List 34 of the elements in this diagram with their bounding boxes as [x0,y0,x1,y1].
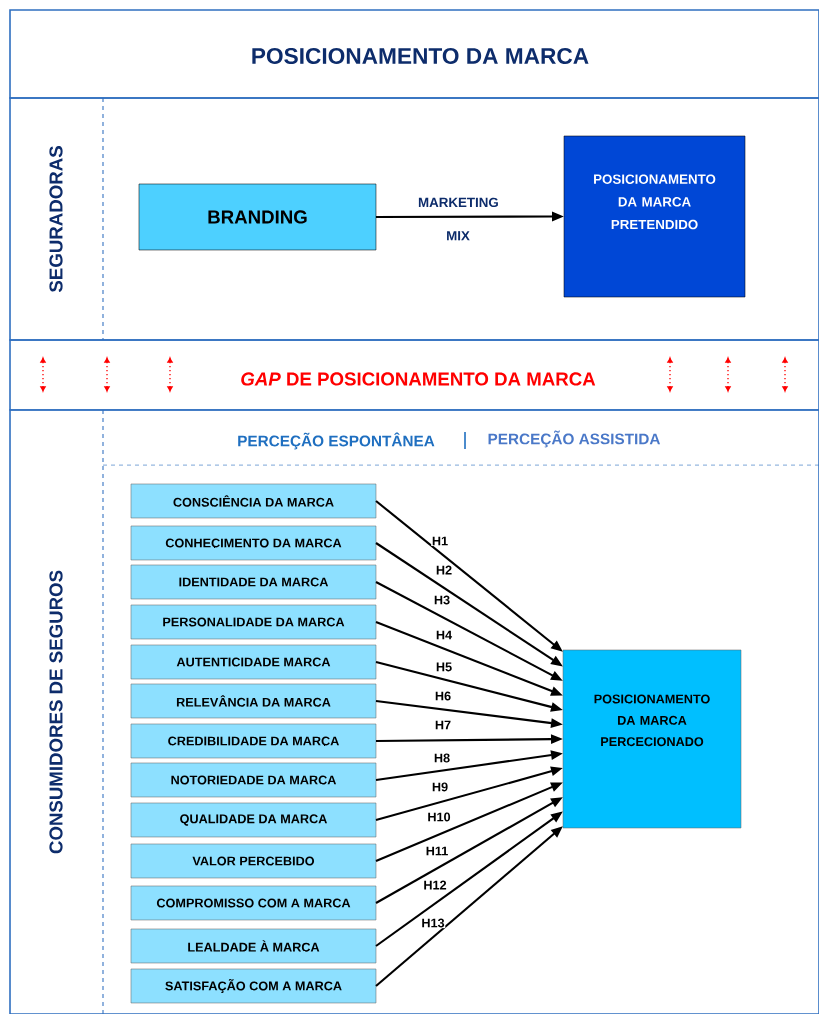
edge-label: H11 [425,845,449,856]
edge-label: H12 [422,879,448,891]
edge-label: H4 [435,629,453,640]
factor-box: CREDIBILIDADE DA MARCA [130,723,377,759]
edge-label: H7 [434,719,452,730]
edge-label: H10 [426,811,452,823]
factor-box: AUTENTICIDADE MARCA [130,644,377,680]
edge-label: H5 [435,661,453,673]
factor-box: CONSCIÊNCIA DA MARCA [130,483,377,519]
factor-box: QUALIDADE DA MARCA [130,802,377,838]
edge-label: MARKETING MIX [418,197,498,241]
factor-box: IDENTIDADE DA MARCA [130,564,377,600]
section-heading: PERCEÇÃO ESPONTÂNEA [238,432,435,450]
factor-box: LEALDADE À MARCA [130,928,377,964]
section-heading: PERCEÇÃO ASSISTIDA [488,430,661,448]
result-box: POSICIONAMENTO DA MARCA PERCECIONADO [562,649,742,829]
edge-label: H6 [434,690,452,702]
factor-box: CONHECIMENTO DA MARCA [130,525,377,561]
edge-label: H3 [433,594,451,606]
edge-label: H2 [435,564,453,576]
gap-band: GAP DE POSICIONAMENTO DA MARCA [9,339,819,411]
factor-box: RELEVÂNCIA DA MARCA [130,683,377,719]
edge-label: H1 [431,535,449,546]
result-box: POSICIONAMENTO DA MARCA PRETENDIDO [563,135,746,298]
factor-box: SATISFAÇÃO COM A MARCA [130,968,377,1004]
edge-label: H13 [420,917,446,929]
edge-label: H8 [433,752,451,764]
factor-box: COMPROMISSO COM A MARCA [130,885,377,921]
title: POSICIONAMENTO DA MARCA [252,47,589,64]
factor-box: VALOR PERCEBIDO [130,843,377,879]
factor-box: NOTORIEDADE DA MARCA [130,762,377,798]
process-box: BRANDING [138,183,377,251]
factor-box: PERSONALIDADE DA MARCA [130,604,377,640]
edge-label: H9 [431,781,449,793]
